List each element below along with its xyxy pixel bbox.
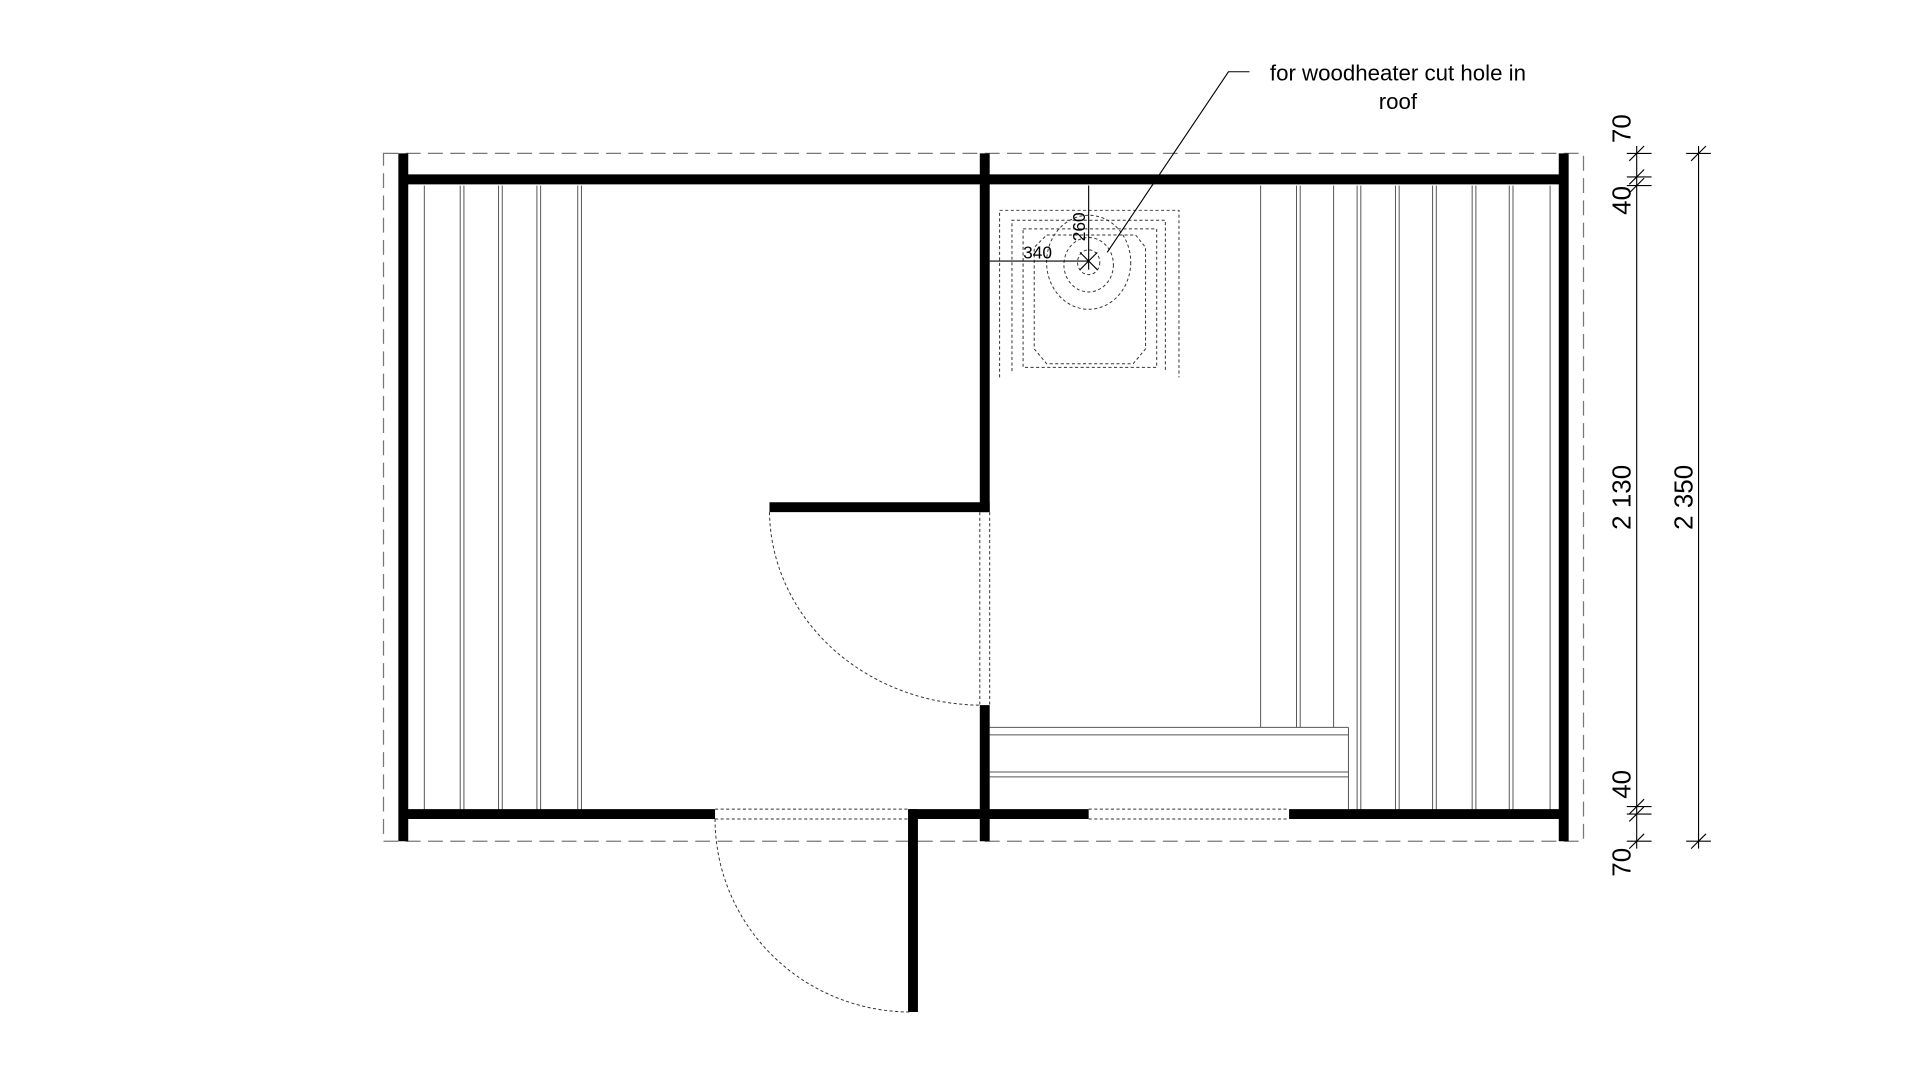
- window: [1088, 808, 1290, 820]
- dim-bottom-outer: 70: [1607, 848, 1637, 877]
- walls: [398, 153, 1569, 1012]
- flue-center-mark: [989, 185, 1098, 271]
- dim-inner-span: 2 130: [1607, 465, 1637, 530]
- dim-bottom-inner: 40: [1607, 770, 1637, 799]
- bench-slats-left: [423, 185, 582, 811]
- interior-door: [768, 512, 991, 706]
- dim-total: 2 350: [1668, 465, 1698, 530]
- heater-dim-horizontal: 340: [1023, 243, 1052, 263]
- lower-bench: [989, 726, 1349, 811]
- heater-dim-vertical: 260: [1069, 212, 1089, 241]
- roof-outline: [382, 152, 1585, 842]
- annotation-line-1: for woodheater cut hole in: [1270, 60, 1526, 85]
- dimension-lines: [1626, 145, 1711, 850]
- dim-top-outer: 70: [1607, 114, 1637, 143]
- annotation-leader: [1106, 71, 1250, 253]
- dim-top-inner: 40: [1607, 186, 1637, 215]
- entrance-door: [714, 808, 911, 1013]
- wood-heater: [999, 209, 1180, 378]
- annotation-line-2: roof: [1379, 89, 1418, 114]
- bench-slats-right: [1260, 185, 1551, 811]
